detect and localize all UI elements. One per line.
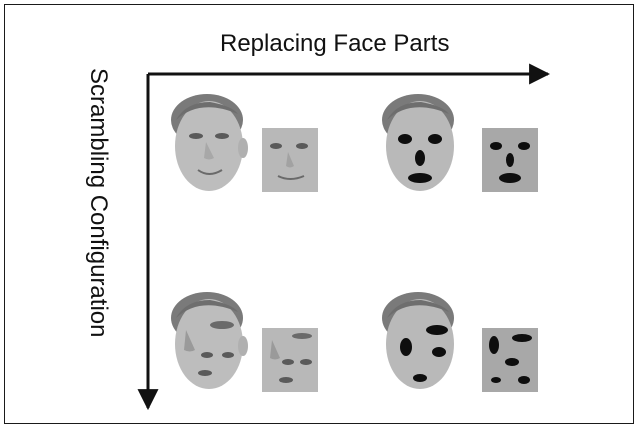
face-synthetic-replaced-scrambled — [382, 292, 454, 389]
panel-replaced-scrambled — [382, 292, 538, 392]
panel-original — [171, 94, 318, 192]
face-crop-replaced-scrambled — [482, 328, 538, 392]
face-photo-original — [171, 94, 248, 191]
panel-replaced — [382, 94, 538, 192]
face-crop-scrambled — [262, 328, 318, 392]
face-crop-original — [262, 128, 318, 192]
face-photo-scrambled — [171, 292, 248, 389]
face-crop-replaced — [482, 128, 538, 192]
face-synthetic-replaced — [382, 94, 454, 191]
panel-scrambled — [171, 292, 318, 392]
